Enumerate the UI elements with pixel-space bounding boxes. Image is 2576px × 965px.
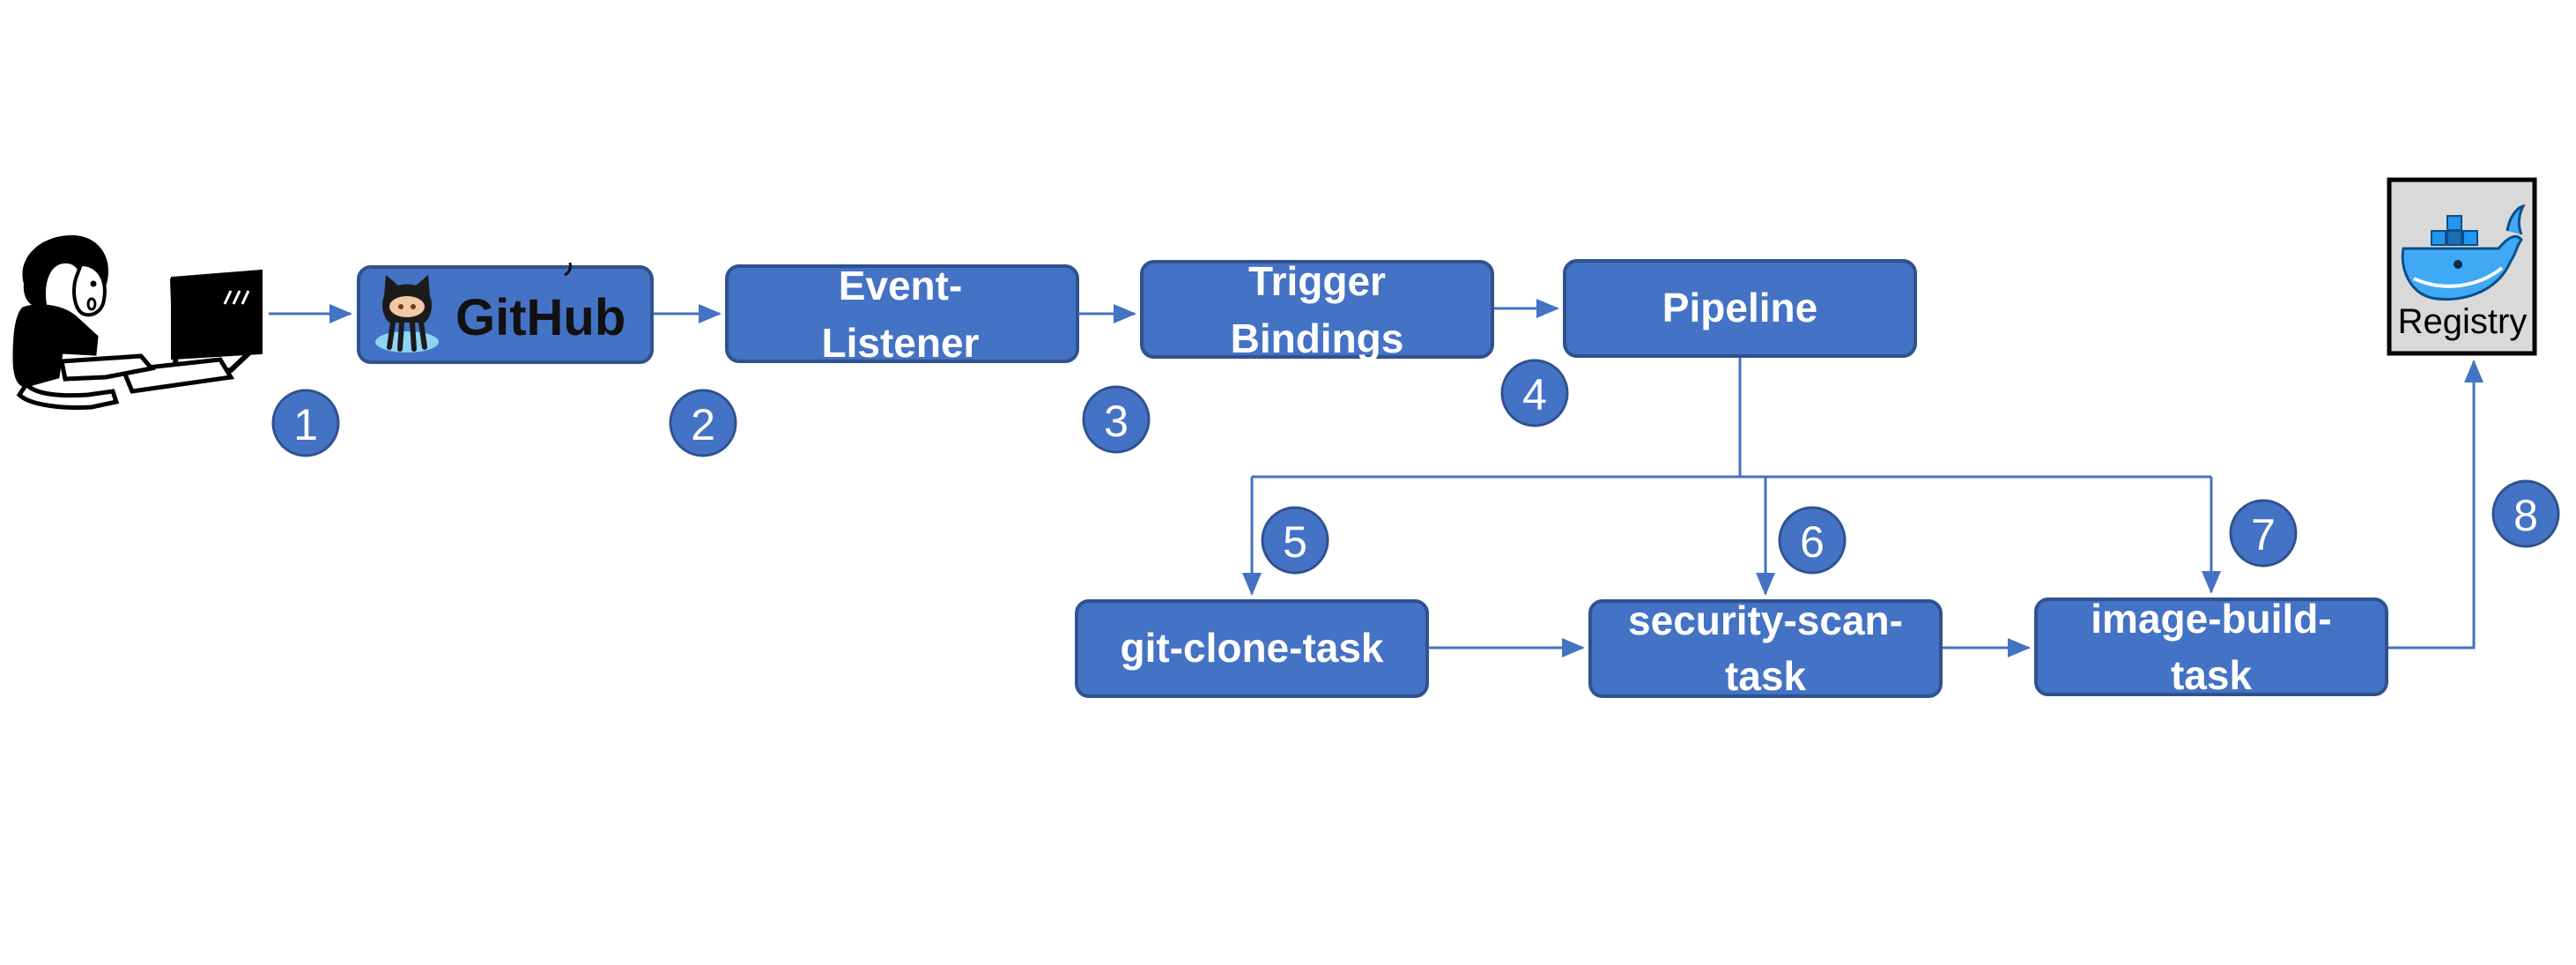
trigger-bindings-label-line1: Trigger [1248, 258, 1386, 304]
event-listener-label-line1: Event- [839, 263, 963, 308]
trigger-bindings-label-line2: Bindings [1231, 315, 1404, 361]
svg-text:5: 5 [1283, 517, 1307, 567]
svg-text:3: 3 [1104, 397, 1129, 446]
github-octocat-icon [375, 275, 439, 353]
trigger-bindings-node[interactable]: Trigger Bindings [1140, 258, 1494, 361]
security-scan-task-label-line1: security-scan- [1628, 598, 1903, 643]
security-scan-task-node[interactable]: security-scan- task [1588, 598, 1943, 699]
image-build-task-label-line1: image-build- [2091, 596, 2331, 642]
svg-text:7: 7 [2251, 510, 2276, 560]
step-badge-6: 6 [1778, 506, 1847, 575]
image-build-task-label-line2: task [2171, 652, 2252, 698]
event-listener-label-line2: Listener [822, 320, 980, 366]
svg-text:2: 2 [691, 400, 715, 449]
step-badge-8: 8 [2491, 479, 2560, 548]
git-clone-task-node[interactable]: git-clone-task [1075, 599, 1429, 698]
registry-label: Registry [2398, 302, 2528, 341]
svg-text:4: 4 [1522, 370, 1547, 419]
security-scan-task-label-line2: task [1725, 653, 1806, 699]
image-build-task-node[interactable]: image-build- task [2034, 596, 2388, 698]
connectors [269, 299, 2483, 657]
svg-text:1: 1 [293, 400, 318, 449]
svg-text:6: 6 [1800, 517, 1825, 567]
step-badge-3: 3 [1082, 385, 1151, 454]
git-clone-task-label: git-clone-task [1120, 625, 1383, 671]
step-badge-4: 4 [1500, 359, 1569, 427]
docker-whale-icon [2401, 204, 2526, 301]
pipeline-node[interactable]: Pipeline [1563, 259, 1917, 358]
step-badge-1: 1 [271, 389, 340, 457]
event-listener-node[interactable]: Event- Listener [725, 263, 1079, 366]
github-label: GitHub [455, 289, 625, 346]
registry-node[interactable]: Registry [2387, 177, 2537, 356]
svg-text:8: 8 [2513, 491, 2538, 540]
arrow-image-build-to-registry [2388, 360, 2483, 650]
pipeline-label: Pipeline [1662, 285, 1817, 330]
developer-at-computer-icon [12, 234, 263, 410]
github-node[interactable]: GitHub [357, 262, 654, 364]
step-badge-2: 2 [669, 389, 737, 457]
step-badge-5: 5 [1261, 506, 1329, 575]
step-badge-7: 7 [2229, 499, 2298, 568]
